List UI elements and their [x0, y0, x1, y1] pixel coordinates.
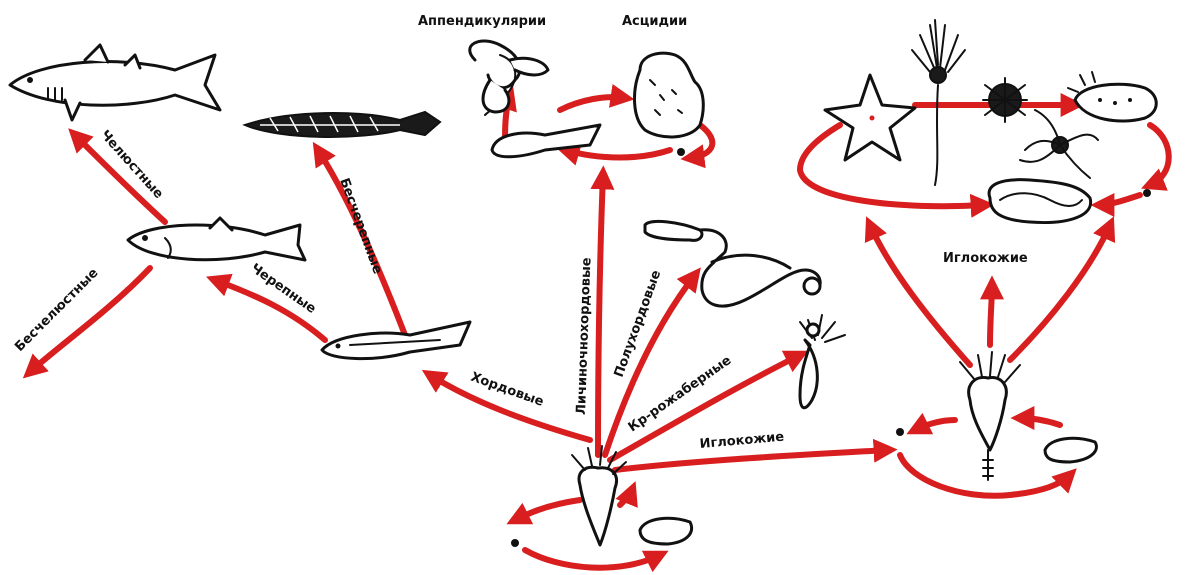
brittle-star-icon	[1020, 110, 1098, 178]
arrow-to-echinoderms	[615, 450, 888, 470]
arrow-polyp-cycle-left	[915, 420, 955, 430]
arrow-polyp-cycle-right	[1020, 418, 1060, 425]
label-jawless: Бесчелюстные	[12, 266, 101, 355]
arrow-base-cycle-left	[515, 500, 580, 520]
arrow-polyp-to-up	[990, 285, 992, 345]
sea-urchin-icon	[983, 78, 1027, 122]
arrow-base-cycle-bottom	[525, 550, 660, 568]
label-larvachordates: Личиночнохордовые	[574, 257, 594, 415]
label-echinoderms-right: Иглокожие	[943, 251, 1028, 266]
arrow-echino-to-disc	[1100, 195, 1140, 205]
label-skull-less: Бесчерепные	[336, 176, 385, 276]
label-appendicularia: Аппендикулярии	[418, 14, 546, 29]
polyp-icon	[896, 352, 1096, 480]
arrow-echino-top-right	[1150, 125, 1169, 185]
shark-icon	[10, 45, 220, 120]
acorn-worm-icon	[645, 221, 820, 306]
pogonophoran-icon	[800, 315, 845, 408]
fish-icon	[128, 218, 305, 260]
label-echinoderms-base: Иглокожие	[699, 430, 785, 452]
arrow-polyp-to-right	[1010, 225, 1110, 360]
tadpole-icon	[322, 322, 470, 359]
lancelet-icon	[245, 112, 440, 137]
arrow-base-cycle-right	[620, 490, 632, 505]
starfish-icon	[825, 75, 915, 160]
base-polyp-icon	[511, 446, 692, 547]
ascidian-icon	[635, 53, 704, 137]
sea-cucumber-icon	[1068, 72, 1156, 121]
arrow-larva-to-ascidia	[560, 97, 625, 110]
arrow-polyp-to-left	[870, 225, 970, 365]
label-hemichordates: Полухордовые	[612, 268, 665, 379]
appendicularian-icon	[470, 41, 548, 115]
arrow-egg-to-larva	[565, 150, 670, 158]
arrow-to-larvachordates	[598, 175, 603, 455]
egg-icon	[677, 148, 685, 156]
label-ascidia: Асцидии	[622, 14, 687, 29]
